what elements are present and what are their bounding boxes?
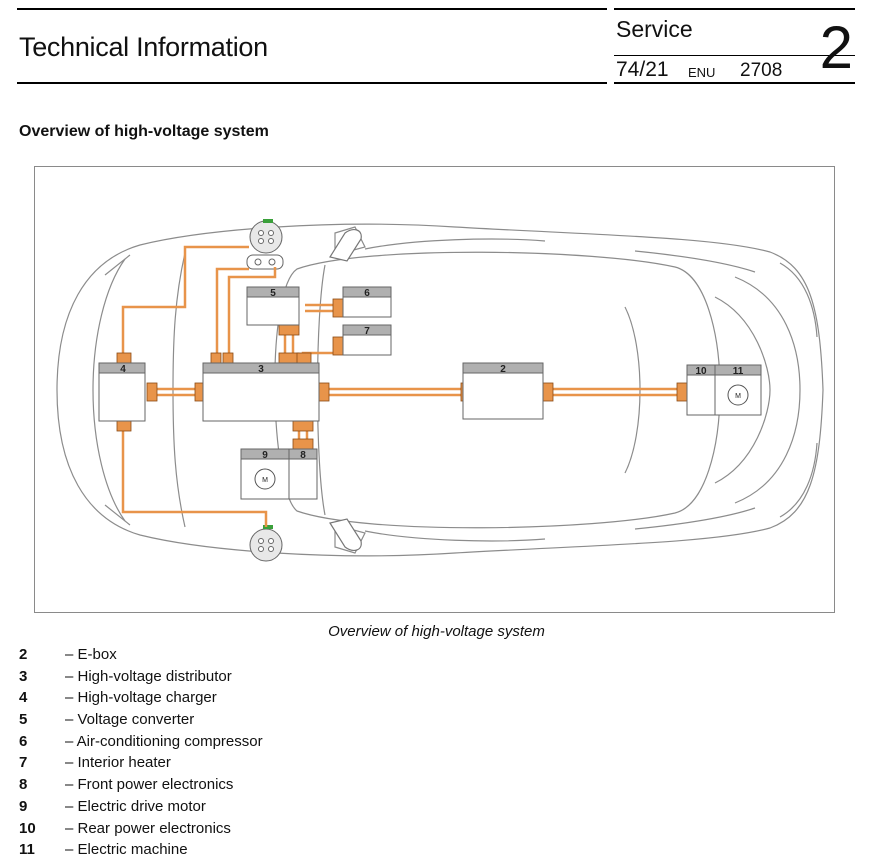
component-7-label: 7	[364, 326, 370, 337]
charging-sockets	[246, 219, 284, 562]
mirrors	[329, 229, 362, 551]
component-boxes	[98, 286, 762, 500]
legend-number: 11	[19, 841, 35, 859]
component-11-label: 11	[733, 366, 744, 377]
legend-text: – Electric machine	[65, 841, 188, 859]
legend-number: 8	[19, 776, 28, 794]
motor-front-label: M	[262, 477, 268, 484]
legend-text: – High-voltage distributor	[65, 667, 232, 685]
legend-text: – Voltage converter	[65, 711, 195, 729]
legend-text: – High-voltage charger	[65, 689, 217, 707]
legend-number: 10	[19, 819, 36, 837]
legend-number: 3	[19, 667, 28, 685]
legend-text: – Interior heater	[65, 754, 171, 772]
component-5-label: 5	[270, 288, 276, 299]
bulletin-number: 74/21	[616, 58, 669, 81]
hv-system-figure: 4 3 2 5 6 7 9 8 10 11 M M	[34, 166, 835, 613]
language-code: ENU	[688, 65, 716, 80]
legend-number: 9	[19, 797, 28, 815]
bulletin-code: 2708	[740, 60, 783, 81]
legend-number: 7	[19, 754, 28, 772]
legend-text: – Rear power electronics	[65, 819, 231, 837]
legend-text: – E-box	[65, 646, 117, 663]
legend-number: 6	[19, 732, 28, 750]
component-9-label: 9	[262, 450, 268, 461]
component-8-label: 8	[300, 450, 306, 461]
document-title: Technical Information	[19, 32, 268, 62]
hv-system-diagram: 4 3 2 5 6 7 9 8 10 11 M M	[56, 219, 824, 562]
figure-caption: Overview of high-voltage system	[328, 623, 545, 640]
legend-number: 5	[19, 711, 28, 729]
motor-rear-label: M	[735, 393, 741, 400]
page-number: 2	[819, 14, 853, 81]
legend-number: 2	[19, 646, 28, 663]
component-10-label: 10	[695, 366, 707, 377]
motor-symbols	[254, 384, 749, 490]
header-left: Technical Information	[17, 8, 607, 84]
header-divider	[614, 55, 855, 56]
component-4-label: 4	[120, 364, 126, 375]
header-right: Service 74/21 ENU 2708 2	[614, 8, 855, 84]
service-label: Service	[616, 16, 693, 42]
section-title: Overview of high-voltage system	[19, 123, 269, 140]
component-6-label: 6	[364, 288, 370, 299]
legend-number: 4	[19, 689, 28, 707]
legend-text: – Electric drive motor	[65, 797, 206, 815]
legend-text: – Air-conditioning compressor	[65, 732, 263, 750]
legend-text: – Front power electronics	[65, 776, 234, 794]
component-2-label: 2	[500, 364, 506, 375]
component-3-label: 3	[258, 364, 264, 375]
